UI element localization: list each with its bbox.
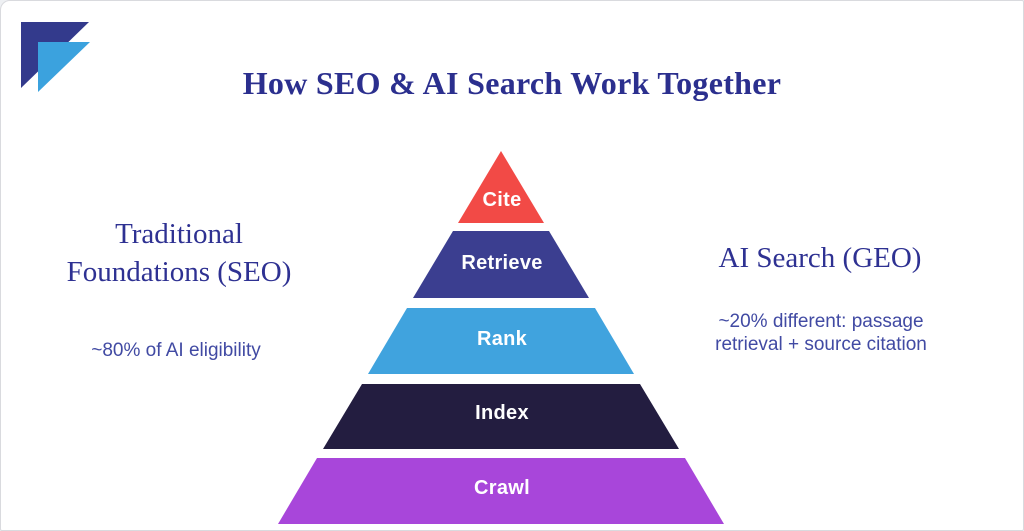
slide-title: How SEO & AI Search Work Together — [242, 65, 782, 101]
left-heading-line1: Traditional — [115, 218, 243, 250]
pyramid-level-index — [323, 384, 679, 449]
pyramid-level-retrieve — [413, 231, 589, 298]
left-heading: Traditional Foundations (SEO) — [29, 215, 329, 291]
pyramid-label-crawl: Crawl — [474, 477, 530, 499]
brand-logo-icon — [21, 22, 90, 92]
right-subtext: ~20% different: passage retrieval + sour… — [691, 310, 951, 356]
right-subtext-line2: retrieval + source citation — [715, 334, 927, 355]
pyramid-label-rank: Rank — [476, 328, 528, 350]
left-heading-line2: Foundations (SEO) — [66, 256, 292, 288]
pyramid-label-cite: Cite — [482, 189, 522, 211]
pyramid-level-rank — [368, 308, 634, 374]
right-subtext-line1: ~20% different: passage — [718, 311, 924, 332]
pyramid-label-index: Index — [475, 402, 529, 424]
left-subtext: ~80% of AI eligibility — [91, 340, 261, 361]
right-heading: AI Search (GEO) — [718, 242, 922, 274]
pyramid-label-retrieve: Retrieve — [461, 252, 543, 274]
logo-front-triangle — [38, 42, 90, 92]
pyramid-level-crawl — [278, 458, 724, 524]
pyramid-level-cite — [458, 151, 544, 223]
